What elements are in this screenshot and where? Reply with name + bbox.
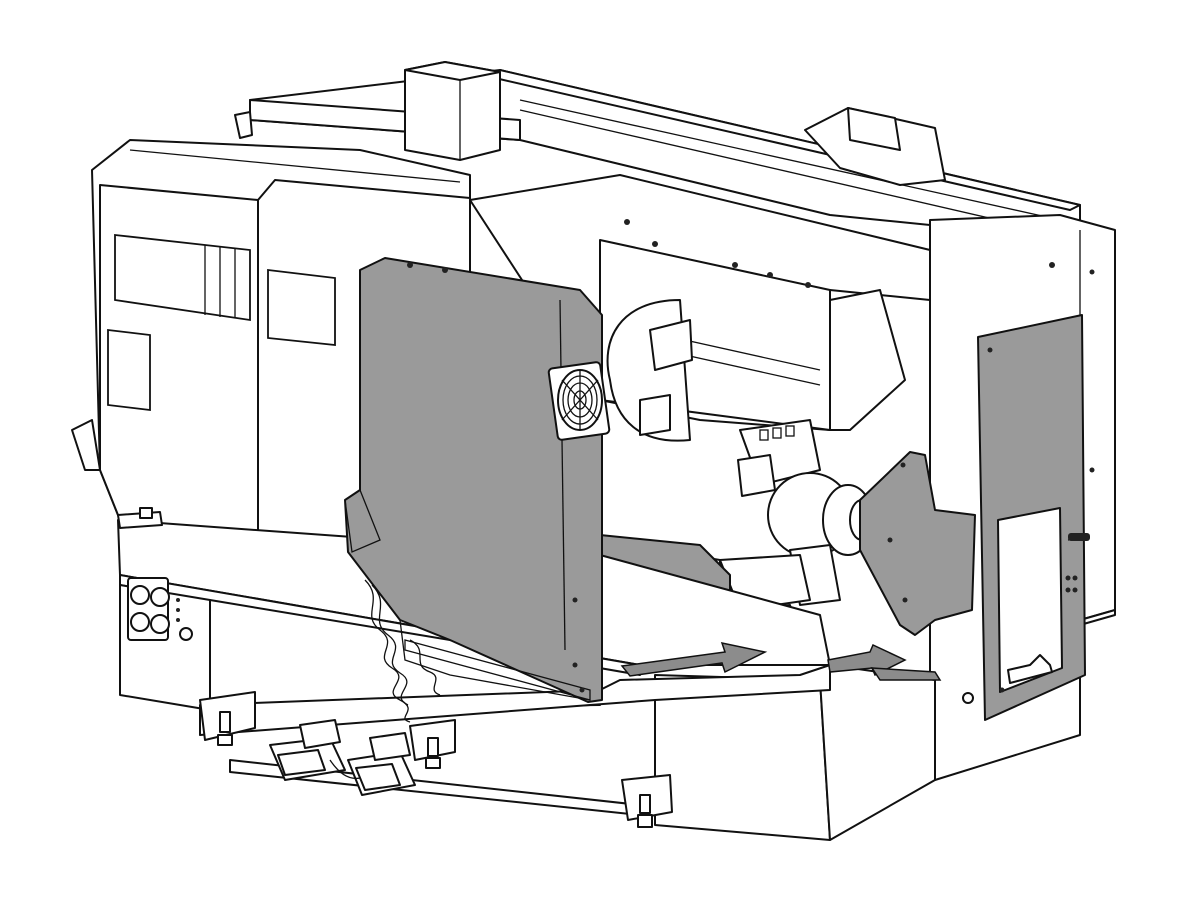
top-light-box: [404, 61, 501, 161]
foot-pedal-icon: [269, 719, 416, 796]
top-right-hood: [804, 107, 946, 186]
coiled-cable: [364, 579, 441, 723]
leveling-feet: [199, 691, 673, 828]
door-panel-right: [962, 314, 1090, 721]
front-panel-left: [344, 257, 603, 703]
door-panel-small: [107, 328, 151, 412]
fan-icon: [547, 361, 611, 441]
end-panel-right: [859, 451, 976, 636]
arrow-icon: [620, 641, 942, 681]
door-window-right: [267, 268, 336, 346]
